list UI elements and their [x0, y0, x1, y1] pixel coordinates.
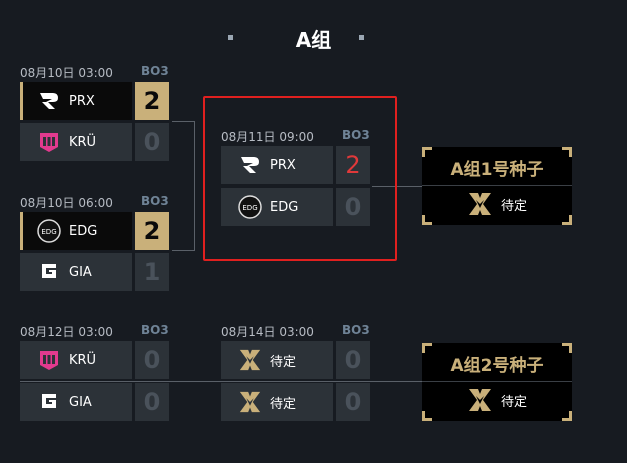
frame-corner — [422, 411, 432, 421]
edg-logo-icon: EDG — [37, 219, 61, 243]
team-cell: EDG EDG — [221, 188, 333, 226]
team-cell: GIA — [20, 253, 132, 291]
match-format: BO3 — [141, 323, 169, 337]
frame-corner — [562, 215, 572, 225]
match-highlight-box — [203, 96, 397, 261]
team-score: 2 — [135, 82, 169, 120]
kru-logo-icon — [37, 130, 61, 154]
team-score: 1 — [135, 253, 169, 291]
team-name: 待定 — [270, 396, 297, 412]
team-name: KRÜ — [69, 352, 97, 368]
team-name: EDG — [270, 199, 299, 215]
seed-card-1[interactable]: A组1号种子 待定 — [422, 147, 572, 225]
prx-logo-icon — [37, 89, 61, 113]
match-header: 08月14日 03:00 BO3 — [221, 323, 373, 340]
team-cell: 待定 — [221, 383, 333, 421]
team-cell: EDG EDG — [20, 212, 132, 250]
team-cell: KRÜ — [20, 341, 132, 379]
svg-text:EDG: EDG — [41, 228, 56, 236]
team-score: 0 — [336, 341, 370, 379]
seed-team: 待定 — [422, 191, 572, 217]
team-name: PRX — [270, 157, 296, 173]
divider — [422, 185, 572, 186]
match-format: BO3 — [342, 323, 370, 337]
seed-team-name: 待定 — [500, 198, 527, 214]
team-score: 2 — [135, 212, 169, 250]
bracket-connector — [172, 121, 194, 122]
team-cell: PRX — [20, 82, 132, 120]
title-dot-left — [228, 35, 233, 40]
team-cell: 待定 — [221, 341, 333, 379]
team-name: KRÜ — [69, 134, 97, 150]
match-date: 08月10日 03:00 — [20, 66, 113, 80]
match-header: 08月10日 03:00 BO3 — [20, 64, 172, 81]
frame-corner — [422, 147, 432, 157]
bracket-connector — [20, 381, 572, 382]
team-score: 0 — [336, 188, 370, 226]
seed-team-name: 待定 — [500, 394, 527, 410]
frame-corner — [562, 343, 572, 353]
tbd-team-icon — [238, 348, 262, 372]
match-header: 08月11日 09:00 BO3 — [221, 128, 373, 145]
team-name: PRX — [69, 93, 95, 109]
gia-logo-icon — [37, 260, 61, 284]
frame-corner — [422, 215, 432, 225]
tbd-team-icon — [238, 390, 262, 414]
team-name: 待定 — [270, 354, 297, 370]
match-date: 08月10日 06:00 — [20, 196, 113, 210]
seed-title: A组1号种子 — [450, 160, 544, 180]
match-format: BO3 — [342, 128, 370, 142]
team-score: 0 — [336, 383, 370, 421]
tbd-team-icon — [468, 389, 491, 411]
frame-corner — [422, 343, 432, 353]
seed-card-2[interactable]: A组2号种子 待定 — [422, 343, 572, 421]
prx-logo-icon — [238, 153, 262, 177]
team-score: 2 — [336, 146, 370, 184]
bracket-connector — [194, 121, 195, 250]
group-title: A组 — [295, 28, 332, 52]
match-date: 08月14日 03:00 — [221, 325, 314, 339]
edg-logo-icon: EDG — [238, 195, 262, 219]
team-name: GIA — [69, 394, 92, 410]
title-dot-right — [359, 35, 364, 40]
team-name: GIA — [69, 264, 92, 280]
seed-title: A组2号种子 — [450, 356, 544, 376]
team-score: 0 — [135, 123, 169, 161]
match-header: 08月12日 03:00 BO3 — [20, 323, 172, 340]
frame-corner — [562, 411, 572, 421]
team-score: 0 — [135, 341, 169, 379]
team-cell: GIA — [20, 383, 132, 421]
team-score: 0 — [135, 383, 169, 421]
gia-logo-icon — [37, 390, 61, 414]
team-name: EDG — [69, 223, 98, 239]
match-date: 08月12日 03:00 — [20, 325, 113, 339]
team-cell: KRÜ — [20, 123, 132, 161]
match-format: BO3 — [141, 64, 169, 78]
seed-team: 待定 — [422, 387, 572, 413]
match-format: BO3 — [141, 194, 169, 208]
match-date: 08月11日 09:00 — [221, 130, 314, 144]
tbd-team-icon — [468, 193, 491, 215]
match-header: 08月10日 06:00 BO3 — [20, 194, 172, 211]
team-cell: PRX — [221, 146, 333, 184]
frame-corner — [562, 147, 572, 157]
svg-text:EDG: EDG — [242, 204, 257, 212]
kru-logo-icon — [37, 348, 61, 372]
divider — [422, 381, 572, 382]
bracket-connector — [172, 250, 195, 251]
